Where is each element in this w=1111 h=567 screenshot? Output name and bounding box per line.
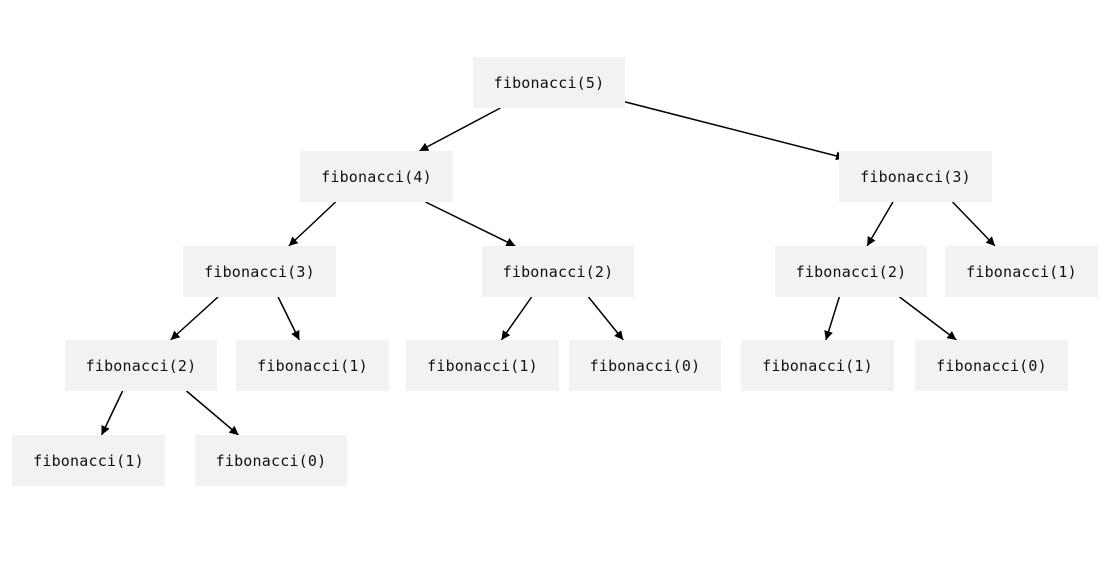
edge-f3l-to-f2l	[170, 296, 219, 341]
edge-f2r-to-f0b	[899, 296, 957, 341]
node-fibonacci-0-b: fibonacci(0)	[915, 340, 1068, 391]
node-fibonacci-2-left: fibonacci(2)	[65, 340, 217, 391]
edge-f3r-to-f1r	[952, 201, 996, 247]
node-fibonacci-1-b: fibonacci(1)	[406, 340, 559, 391]
node-fibonacci-0-a: fibonacci(0)	[569, 340, 721, 391]
node-fibonacci-4: fibonacci(4)	[300, 151, 453, 202]
edge-f2l-to-f1d	[100, 390, 124, 436]
edge-f4-to-f2m	[425, 201, 516, 247]
edge-f4-to-f3l	[288, 201, 337, 247]
node-fibonacci-1-c: fibonacci(1)	[741, 340, 894, 391]
edge-f2l-to-f0c	[186, 390, 239, 436]
edge-f2m-to-f0a	[587, 296, 624, 341]
edge-f3r-to-f2r	[866, 201, 894, 247]
node-fibonacci-2-right: fibonacci(2)	[775, 246, 927, 297]
node-fibonacci-3-right: fibonacci(3)	[839, 151, 992, 202]
edge-root-to-f3r	[624, 101, 846, 161]
node-fibonacci-5: fibonacci(5)	[473, 57, 625, 108]
edge-f3l-to-f1a	[277, 296, 300, 341]
node-fibonacci-1-d: fibonacci(1)	[12, 435, 165, 486]
node-fibonacci-0-c: fibonacci(0)	[195, 435, 347, 486]
edge-f2m-to-f1b	[500, 296, 533, 341]
edge-root-to-f4	[418, 107, 501, 152]
node-fibonacci-3-left: fibonacci(3)	[183, 246, 336, 297]
node-fibonacci-2-middle: fibonacci(2)	[482, 246, 634, 297]
node-fibonacci-1-a: fibonacci(1)	[236, 340, 389, 391]
node-fibonacci-1-right: fibonacci(1)	[945, 246, 1098, 297]
edge-f2r-to-f1c	[824, 296, 841, 341]
